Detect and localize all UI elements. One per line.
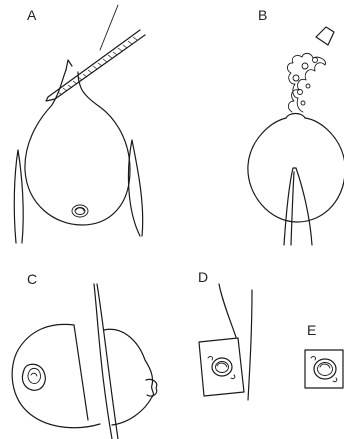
panel-d-square xyxy=(199,338,244,396)
panel-c-embryo xyxy=(22,364,45,390)
panel-d-label: D xyxy=(198,269,208,285)
panel-a: A xyxy=(14,5,145,243)
panel-d-tissue-edge xyxy=(219,284,236,337)
panel-b-egg-neck xyxy=(286,114,305,119)
panel-e-square xyxy=(305,350,343,388)
panel-c-blade-edge xyxy=(97,284,118,439)
panel-d-needle xyxy=(248,290,252,400)
panel-b-forceps-inner xyxy=(291,172,294,245)
panel-c: C xyxy=(12,271,157,439)
panel-b-cloud xyxy=(287,53,325,112)
panel-c-blade xyxy=(94,284,112,439)
panel-c-cut-edge xyxy=(74,325,88,420)
panel-e: E xyxy=(305,322,343,388)
panel-c-label: C xyxy=(27,271,37,287)
panel-b: B xyxy=(248,7,344,245)
panel-d: D xyxy=(198,269,252,400)
panel-b-cap xyxy=(316,27,334,45)
panel-e-label: E xyxy=(307,322,316,338)
panel-b-egg xyxy=(248,118,344,222)
panel-a-forceps-right xyxy=(128,140,142,236)
panel-a-label: A xyxy=(27,7,37,23)
panel-b-forceps xyxy=(284,168,312,245)
panel-c-egg-right xyxy=(104,329,153,425)
panel-a-egg xyxy=(25,70,130,225)
panel-a-forceps-left xyxy=(14,150,23,243)
panel-a-egg-tip xyxy=(66,60,72,70)
panel-a-embryo xyxy=(72,205,88,217)
panel-b-label: B xyxy=(258,7,267,23)
